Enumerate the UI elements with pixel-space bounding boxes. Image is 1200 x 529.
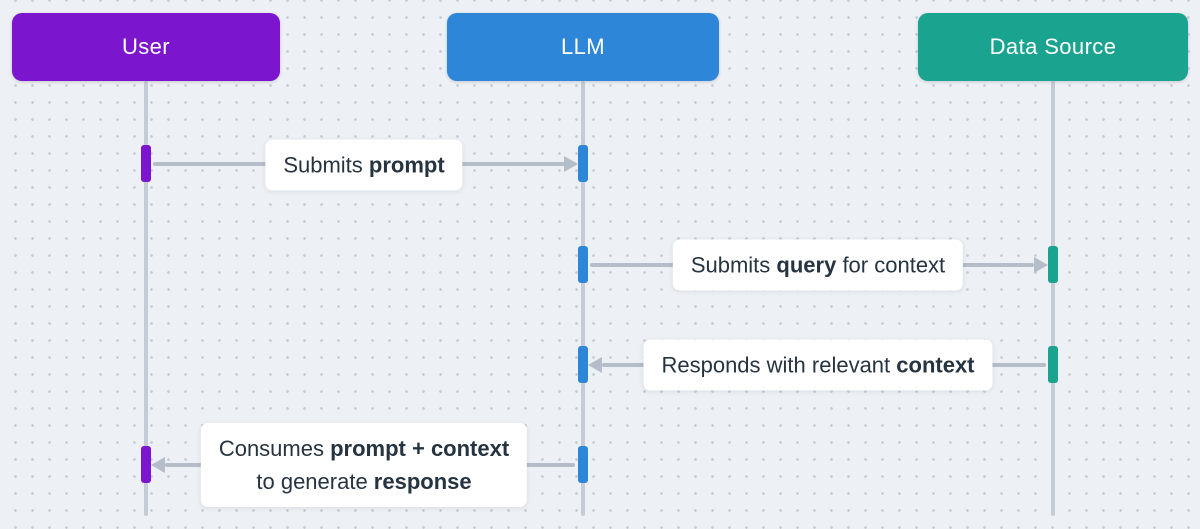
activation-bar-data-source [1048,346,1058,383]
actor-label-user: User [121,34,171,59]
activation-bar-llm [578,446,588,483]
actor-label-data-source: Data Source [989,34,1117,59]
message-2-arrowhead [1034,257,1048,273]
message-2-text: Submits [690,252,777,278]
lifeline-llm [581,81,585,516]
message-4-text-bold: response [373,469,472,494]
message-4-arrowhead [151,457,165,473]
message-4-text-bold: prompt + context [330,436,510,461]
message-1-text: Submits [283,152,369,178]
lifeline-user [144,81,148,516]
message-3-label: Responds with relevant context [643,339,993,391]
message-2-text: for context [836,252,946,278]
message-1-text-bold: prompt [368,152,445,178]
message-4-line-2: to generate response [219,465,509,498]
message-3-arrowhead [588,357,602,373]
actor-box-llm: LLM [447,13,719,81]
activation-bar-data-source [1048,246,1058,283]
actor-label-llm: LLM [561,34,605,59]
message-3-text: Responds with relevant [661,352,897,378]
message-4-text: Consumes [218,436,331,461]
message-3-text-bold: context [896,352,975,378]
actor-box-data-source: Data Source [918,13,1188,81]
activation-bar-llm [578,246,588,283]
message-1-arrowhead [564,156,578,172]
message-4-line-1: Consumes prompt + context [219,432,509,465]
message-2-label: Submits query for context [672,239,964,291]
activation-bar-user [141,145,151,182]
message-4-text: to generate [256,469,374,494]
message-1-label: Submits prompt [265,139,463,191]
lifeline-data-source [1051,81,1055,516]
actor-box-user: User [12,13,280,81]
activation-bar-llm [578,346,588,383]
activation-bar-user [141,446,151,483]
message-2-text-bold: query [776,252,837,278]
message-4-label: Consumes prompt + context to generate re… [200,423,528,507]
activation-bar-llm [578,145,588,182]
